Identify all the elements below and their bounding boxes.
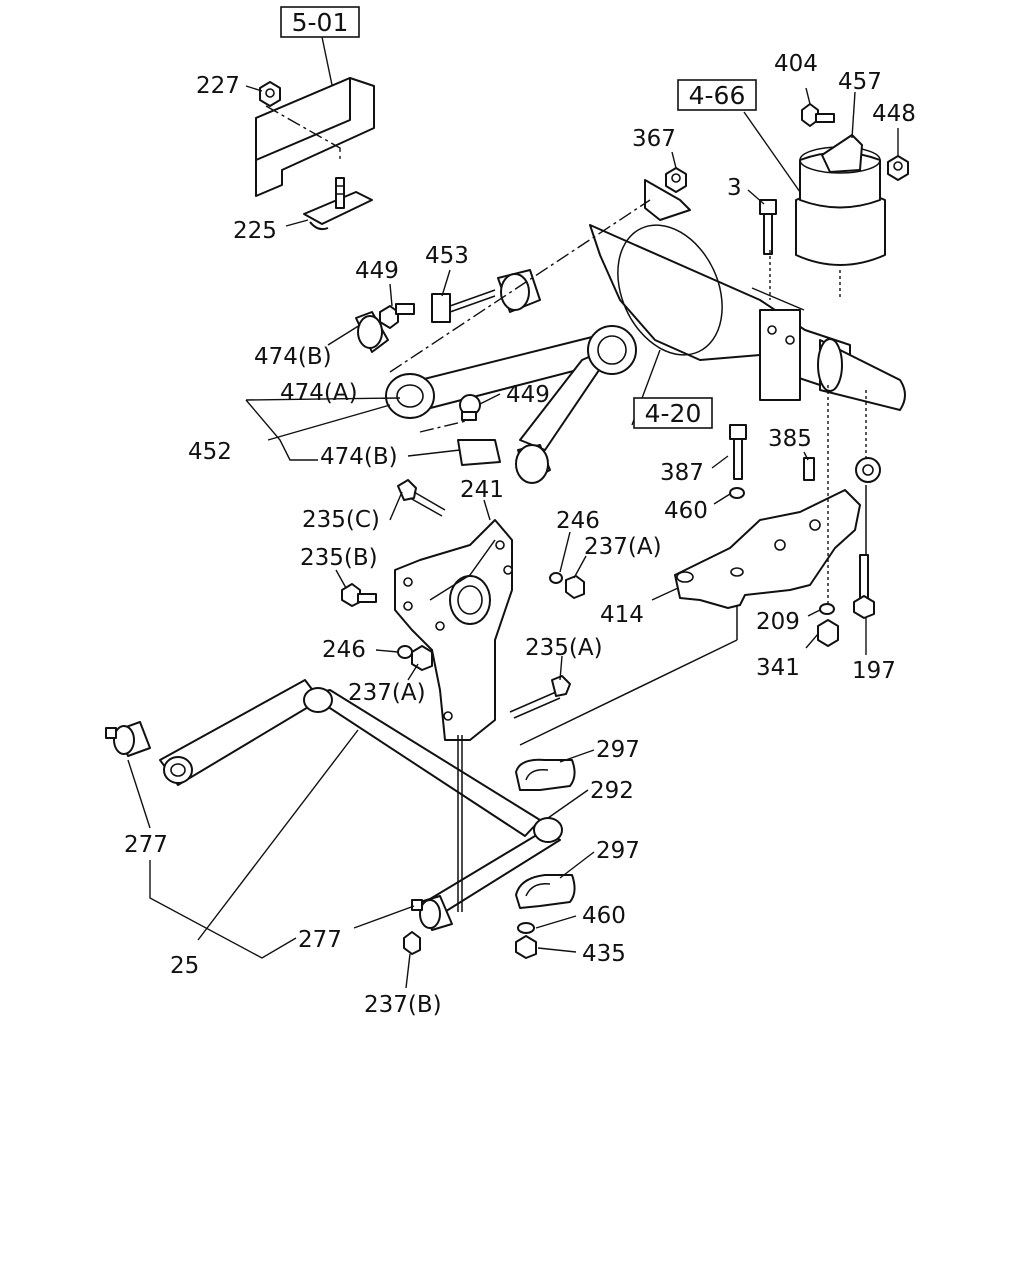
label-277-right: 277 (298, 927, 342, 953)
bushing-474b-upper (497, 269, 541, 313)
nut-237b (403, 931, 421, 955)
label-209: 209 (756, 609, 800, 635)
nut-237a-lower (411, 645, 433, 671)
label-25: 25 (170, 953, 199, 979)
bolt-387 (729, 424, 747, 480)
air-spring (795, 134, 886, 266)
label-292: 292 (590, 778, 634, 804)
label-474b-upper: 474(B) (254, 344, 332, 370)
ref-5-01: 5-01 (292, 8, 349, 37)
label-452: 452 (188, 439, 232, 465)
label-404: 404 (774, 51, 818, 77)
stud-225 (335, 177, 345, 209)
bolt-197 (853, 554, 875, 619)
label-474a: 474(A) (280, 380, 358, 406)
nut-227 (259, 81, 281, 107)
label-241: 241 (460, 477, 504, 503)
washer-460-lower (517, 922, 535, 934)
label-246-upper: 246 (556, 508, 600, 534)
ref-box-4-66: 4-66 (677, 79, 757, 111)
bolt-453 (431, 289, 496, 323)
bolt-404 (801, 103, 835, 127)
bolt-3 (759, 199, 777, 255)
label-460-lower: 460 (582, 903, 626, 929)
label-227: 227 (196, 73, 240, 99)
nut-448 (887, 155, 909, 181)
bolt-235a (509, 675, 571, 719)
clamp-297-upper (515, 758, 576, 791)
label-277-left: 277 (124, 832, 168, 858)
label-448: 448 (872, 101, 916, 127)
label-435: 435 (582, 941, 626, 967)
label-237a-lower: 237(A) (348, 680, 426, 706)
assembly-lines (389, 199, 867, 912)
washer-209 (819, 603, 835, 615)
label-246-lower: 246 (322, 637, 366, 663)
label-387: 387 (660, 460, 704, 486)
label-197: 197 (852, 658, 896, 684)
pin-385 (803, 457, 815, 481)
label-235b: 235(B) (300, 545, 378, 571)
label-414: 414 (600, 602, 644, 628)
label-449-upper: 449 (355, 258, 399, 284)
nut-367 (665, 167, 687, 193)
label-235a: 235(A) (525, 635, 603, 661)
label-341: 341 (756, 655, 800, 681)
bolt-449-lower (459, 394, 481, 421)
bolt-235b (341, 583, 377, 607)
spring-seat-414 (674, 457, 881, 609)
stabilizer-bar-25 (159, 679, 563, 919)
label-385: 385 (768, 426, 812, 452)
label-297-lower: 297 (596, 838, 640, 864)
nut-435 (515, 935, 537, 959)
upper-link-452 (385, 325, 637, 451)
bushing-277-right (411, 895, 453, 931)
bracket-241 (394, 519, 513, 741)
bushing-277-left (105, 721, 151, 757)
ref-4-66: 4-66 (689, 81, 746, 110)
bushing-474b-left (355, 311, 389, 353)
axle-housing (589, 179, 906, 411)
label-237a-upper: 237(A) (584, 534, 662, 560)
label-460-upper: 460 (664, 498, 708, 524)
washer-460-upper (729, 487, 745, 499)
label-449-lower: 449 (506, 382, 550, 408)
label-474b-lower: 474(B) (320, 444, 398, 470)
label-297-upper: 297 (596, 737, 640, 763)
ref-4-20: 4-20 (645, 399, 702, 428)
label-235c: 235(C) (302, 507, 380, 533)
label-225: 225 (233, 218, 277, 244)
bolt-449-upper (379, 303, 415, 329)
frame-rail-section (255, 77, 375, 197)
ref-box-5-01: 5-01 (280, 6, 360, 38)
label-453: 453 (425, 243, 469, 269)
leader-lines (127, 36, 899, 989)
bolt-235c (397, 479, 446, 517)
nut-341 (817, 619, 839, 647)
label-457: 457 (838, 69, 882, 95)
nut-237a-upper (565, 575, 585, 599)
bushing-474b-lower (457, 439, 551, 484)
washer-246-lower (397, 645, 413, 659)
washer-246-upper (549, 572, 563, 584)
clamp-297-lower (515, 874, 576, 909)
label-237b: 237(B) (364, 992, 442, 1018)
label-367: 367 (632, 126, 676, 152)
ref-box-4-20: 4-20 (633, 397, 713, 429)
label-3: 3 (727, 175, 742, 201)
